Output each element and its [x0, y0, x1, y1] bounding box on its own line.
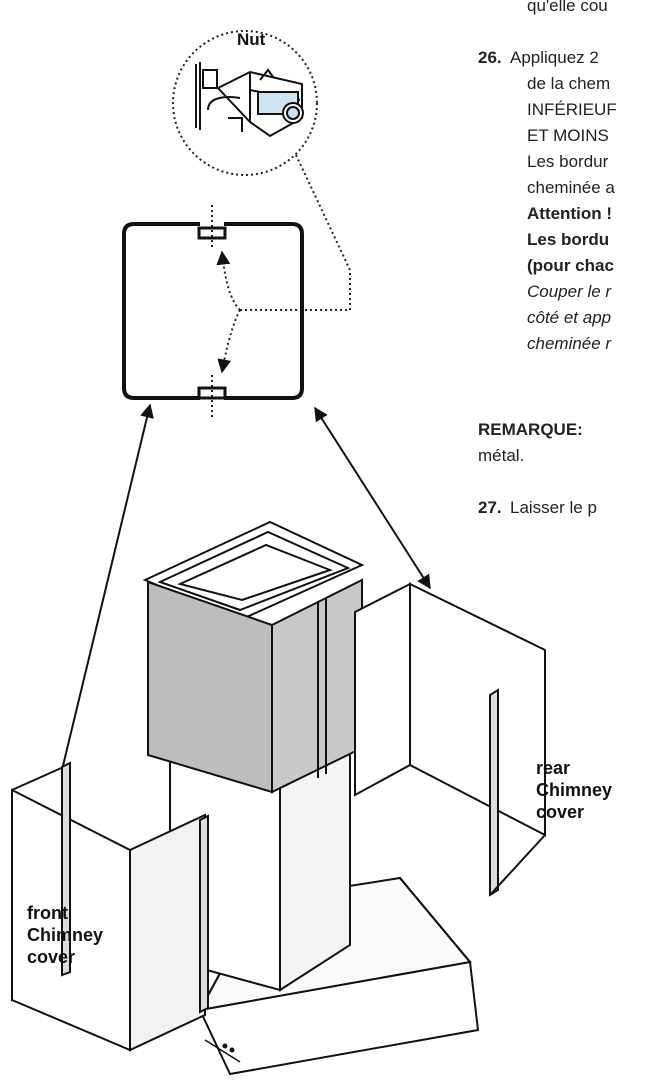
remarque-label: REMARQUE:	[478, 420, 583, 439]
step-26-line-4: ET MOINS	[527, 126, 609, 145]
rear-cover-label: rear Chimney cover	[536, 757, 612, 823]
step-26-line-6: cheminée a	[527, 178, 615, 197]
seam-pointer-top	[216, 250, 241, 311]
step-26-line-8: Les bordu	[527, 230, 610, 249]
remarque-continuation: métal.	[478, 446, 525, 465]
front-label-line-1: front	[27, 903, 68, 923]
cross-section-profile	[122, 222, 304, 400]
rear-label-line-3: cover	[536, 802, 585, 822]
step-26-line-10: Couper le r	[527, 282, 612, 301]
detail-connector-line	[240, 154, 351, 311]
upper-chimney-box	[142, 520, 365, 794]
rear-label-line-2: Chimney	[536, 780, 613, 800]
front-chimney-cover-panel	[11, 761, 209, 1052]
rear-label-line-1: rear	[536, 758, 571, 778]
nut-label: Nut	[237, 30, 266, 49]
seam-joints	[197, 226, 227, 400]
rear-cover-arrow	[314, 406, 431, 590]
front-cover-label: front Chimney cover	[27, 902, 103, 968]
step-26-line-9: (pour chac	[527, 256, 614, 275]
step-26-line-11: côté et app	[527, 308, 612, 327]
step-26-line-1: Appliquez 2	[510, 48, 599, 67]
step-26-number: 26.	[478, 48, 502, 67]
front-label-line-3: cover	[27, 947, 76, 967]
seam-pointer-bottom	[217, 309, 241, 374]
front-cover-arrow	[44, 403, 154, 830]
step-26-line-5: Les bordur	[527, 152, 609, 171]
step-26-line-12: cheminée r	[527, 334, 612, 353]
step-26-line-2: de la chem	[527, 74, 611, 93]
step-26-line-3: INFÉRIEUF	[527, 100, 617, 119]
step-26-attention: Attention !	[527, 204, 612, 223]
front-label-line-2: Chimney	[27, 925, 104, 945]
step-27-text: Laisser le p	[510, 498, 597, 517]
step-27-number: 27.	[478, 498, 502, 517]
nut-detail-illustration	[195, 62, 304, 138]
rear-chimney-cover-panel	[354, 582, 546, 897]
text-fragment-top: qu'elle cou	[527, 0, 608, 15]
